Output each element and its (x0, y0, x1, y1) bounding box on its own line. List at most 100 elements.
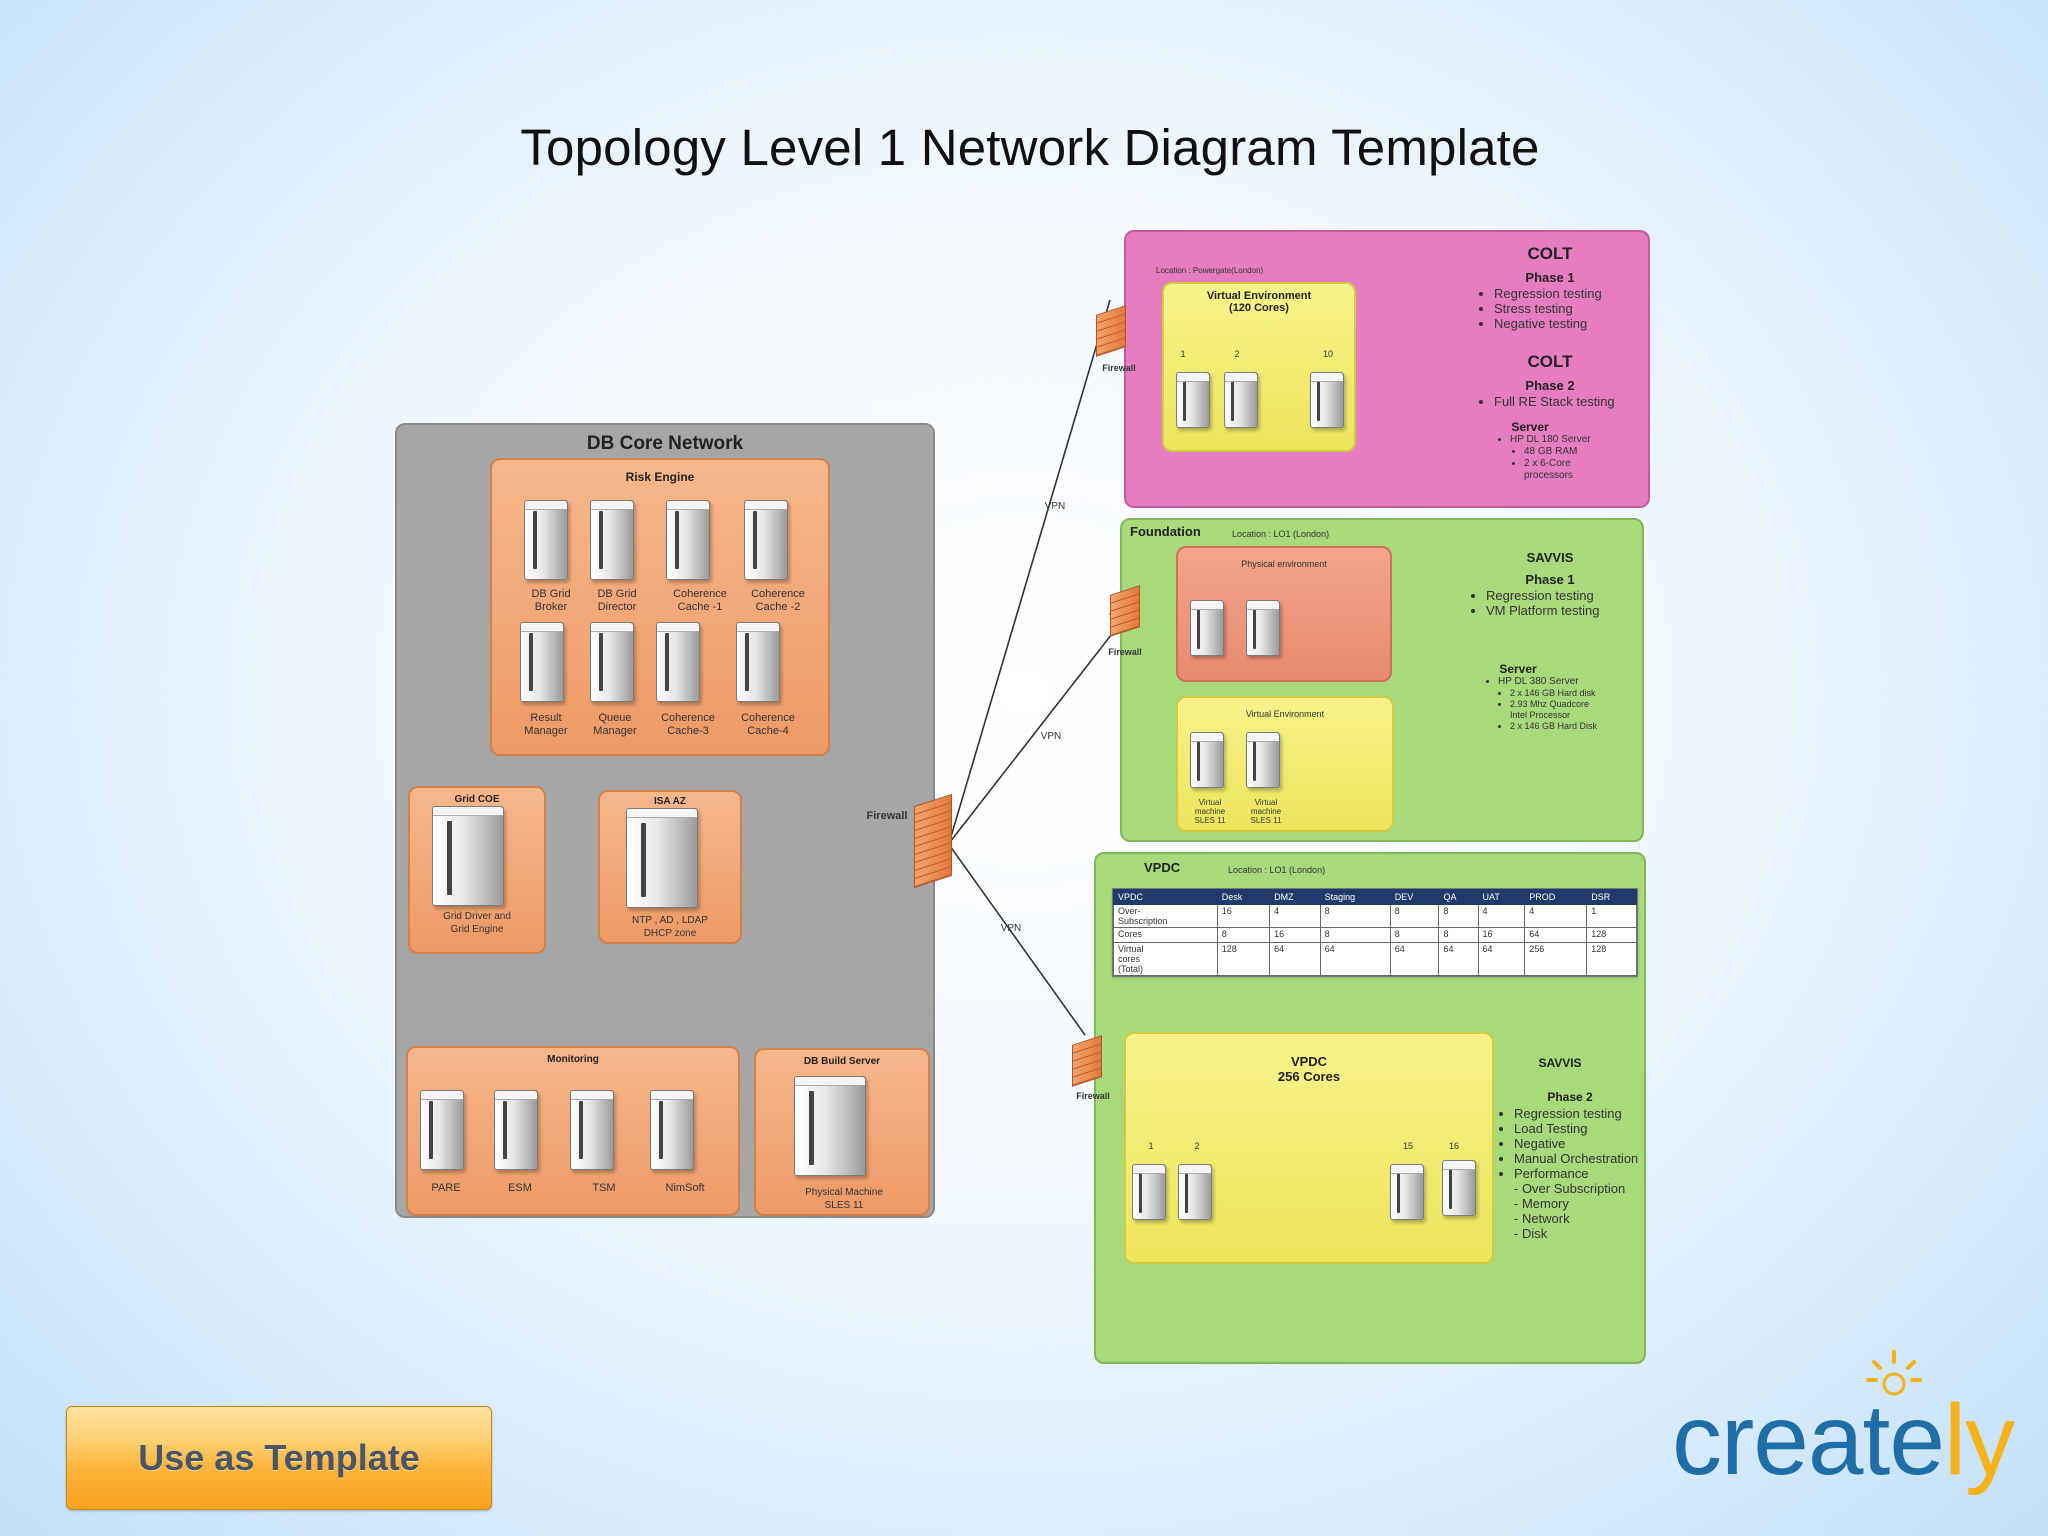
vpdc-location: Location : LO1 (London) (1228, 865, 1326, 875)
table-cell: 8 (1389, 904, 1440, 928)
table-cell: 64 (1524, 927, 1588, 943)
vpn-line-vpdc (949, 845, 1086, 1036)
table-cell: 8 (1319, 904, 1391, 928)
server-label: Virtual machine SLES 11 (1250, 798, 1282, 825)
vpdc-node-number: 2 (1194, 1141, 1200, 1151)
vpdc-node-number: 1 (1148, 1141, 1154, 1151)
logo-text-tail: ly (1943, 1384, 2015, 1496)
server-label: Coherence Cache -1 (673, 588, 727, 613)
table-header: Staging (1319, 889, 1391, 905)
colt-phase1-list: Regression testing Stress testing Negati… (1478, 286, 1648, 331)
firewall-label: Firewall (1076, 1091, 1110, 1101)
server-icon (590, 500, 634, 580)
server-icon (1176, 372, 1210, 428)
list-item: VM Platform testing (1486, 603, 1640, 618)
list-item: HP DL 380 Server (1498, 676, 1642, 688)
table-cell: 64 (1438, 942, 1479, 976)
risk-engine-title: Risk Engine (625, 470, 695, 484)
server-label: PARE (431, 1182, 461, 1194)
server-icon (626, 808, 698, 908)
table-header: PROD (1524, 889, 1588, 905)
server-icon (420, 1090, 464, 1170)
list-item: 2 x 146 GB Hard Disk (1510, 721, 1642, 732)
colt-phase1-phase: Phase 1 (1525, 270, 1575, 285)
firewall-label: Firewall (1108, 647, 1142, 657)
server-icon (736, 622, 780, 702)
table-header: UAT (1477, 889, 1526, 905)
table-cell: 8 (1438, 904, 1479, 928)
table-cell: 4 (1269, 904, 1321, 928)
server-label: NTP , AD , LDAP DHCP zone (632, 915, 708, 939)
table-cell: 8 (1319, 927, 1391, 943)
server-label: Physical Machine SLES 11 (805, 1187, 883, 1211)
colt-node-number: 1 (1180, 349, 1186, 359)
list-item: Regression testing (1494, 286, 1648, 301)
server-icon (1190, 732, 1224, 788)
colt-phase2-name: COLT (1527, 352, 1573, 371)
vpdc-table: VPDC Desk DMZ Staging DEV QA UAT PROD DS… (1113, 889, 1637, 976)
table-cell: 64 (1389, 942, 1440, 976)
table-row: Cores 8 16 8 8 8 16 64 128 (1113, 927, 1637, 943)
table-cell: 16 (1216, 904, 1271, 928)
list-item: Manual Orchestration (1514, 1151, 1644, 1166)
table-cell: 8 (1438, 927, 1479, 943)
server-label: DB Grid Director (597, 588, 637, 613)
vpdc-node-number: 15 (1402, 1141, 1413, 1151)
list-item: HP DL 180 Server (1510, 434, 1644, 446)
foundation-physical-title: Physical environment (1241, 559, 1327, 569)
server-label: Grid Driver and Grid Engine (443, 911, 511, 935)
server-icon (1190, 600, 1224, 656)
firewall-label: Firewall (866, 810, 908, 822)
server-icon (1246, 600, 1280, 656)
table-cell: 4 (1524, 904, 1588, 928)
vpdc-cores-title: VPDC 256 Cores (1277, 1054, 1341, 1084)
grid-coe-title: Grid COE (454, 794, 500, 805)
vpn-label: VPN (1044, 501, 1066, 512)
table-header: DEV (1389, 889, 1440, 905)
table-cell: Virtual cores (Total) (1113, 942, 1218, 976)
server-icon (1310, 372, 1344, 428)
server-label: Virtual machine SLES 11 (1194, 798, 1226, 825)
colt-phase1-name: COLT (1527, 244, 1573, 263)
table-cell: Over- Subscription (1113, 904, 1218, 928)
build-server-title: DB Build Server (803, 1056, 881, 1067)
server-icon (656, 622, 700, 702)
creately-logo: creately (1672, 1390, 2015, 1490)
table-cell: 64 (1477, 942, 1526, 976)
server-icon (666, 500, 710, 580)
server-label: Coherence Cache-4 (741, 712, 795, 737)
colt-server-list: HP DL 180 Server 48 GB RAM 2 x 6-Core pr… (1494, 434, 1644, 482)
foundation-title: Foundation (1130, 524, 1201, 539)
server-label: NimSoft (665, 1182, 705, 1194)
foundation-server-title: Server (1499, 662, 1537, 676)
vpn-label: VPN (1000, 923, 1022, 934)
foundation-savvis-phase: Phase 1 (1525, 572, 1575, 587)
table-cell: 128 (1216, 942, 1271, 976)
vpdc-cores-box: VPDC 256 Cores (1124, 1032, 1494, 1264)
table-header: QA (1438, 889, 1479, 905)
vpdc-table-container: VPDC Desk DMZ Staging DEV QA UAT PROD DS… (1112, 888, 1638, 977)
colt-node-number: 10 (1322, 349, 1333, 359)
use-as-template-button[interactable]: Use as Template (66, 1406, 492, 1510)
table-header: DMZ (1269, 889, 1321, 905)
list-subitem: - Disk (1514, 1226, 1548, 1241)
vpn-label: VPN (1040, 731, 1062, 742)
server-icon (744, 500, 788, 580)
colt-phase2-phase: Phase 2 (1525, 378, 1575, 393)
table-cell: 16 (1477, 927, 1526, 943)
list-item: 2 x 146 GB Hard disk (1510, 688, 1642, 699)
table-header: VPDC (1113, 889, 1218, 905)
list-item: Stress testing (1494, 301, 1648, 316)
table-cell: 8 (1389, 927, 1440, 943)
foundation-savvis-list: Regression testing VM Platform testing (1470, 588, 1640, 618)
table-cell: 16 (1269, 927, 1321, 943)
foundation-location: Location : LO1 (London) (1232, 529, 1330, 539)
colt-server-title: Server (1511, 420, 1549, 434)
server-label: Queue Manager (593, 712, 637, 737)
colt-phase2-list: Full RE Stack testing (1478, 394, 1648, 409)
vpdc-savvis-phase: Phase 2 (1547, 1090, 1593, 1104)
table-cell: Cores (1113, 927, 1218, 943)
server-icon (524, 500, 568, 580)
server-label: DB Grid Broker (531, 588, 571, 613)
server-label: Coherence Cache-3 (661, 712, 715, 737)
